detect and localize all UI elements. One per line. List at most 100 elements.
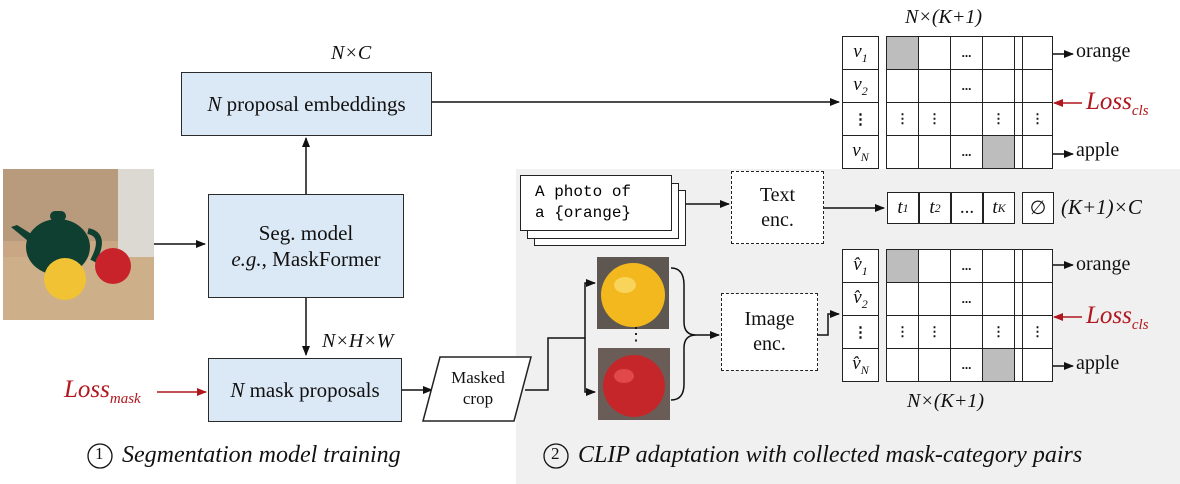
matrix_top-category-label: orange [1076,40,1131,62]
matrix_top-embedding-cell: v2 [842,69,879,103]
mask-count-symbol: N [230,377,245,402]
orange-crop-image [597,257,669,329]
matrix_top-score-cell [918,36,951,70]
dim-bottom-matrix: N×(K+1) [907,390,984,412]
matrix_bottom-score-cell [982,348,1015,382]
masked-crop-line1: Masked [451,368,505,387]
matrix_top-embedding-cell: v1 [842,36,879,70]
matrix_bottom-label-column: ⋮ [1022,249,1053,382]
loss-cls-bottom-sub: cls [1131,317,1149,333]
dim-top-matrix: N×(K+1) [905,6,982,28]
matrix_bottom-embedding-cell: v̂N [842,348,879,382]
matrix_top-label-cell [1022,36,1053,70]
loss-mask-sub: mask [109,391,141,407]
caption-segmentation-training: Segmentation model training [122,442,401,468]
mask-proposals-label: mask proposals [244,377,380,402]
matrix_bottom-label-cell: ⋮ [1022,315,1053,349]
matrix_top-category-label: apple [1076,139,1120,161]
matrix_bottom-score-cell: ⋮ [982,315,1015,349]
matrix_bottom-score-cell [982,249,1015,283]
matrix_top-embedding-cell: ⋮ [842,102,879,136]
proposal-embeddings-label: proposal embeddings [221,91,406,116]
matrix_top-score-cell [982,69,1015,103]
matrix_bottom-score-cell: ... [950,348,983,382]
prompt-text-line2: a {orange} [535,204,632,222]
seg-model-block: Seg. model e.g., MaskFormer [208,194,404,298]
prompt-card-front: A photo of a {orange} [520,175,672,231]
matrix_top-score-cell [950,102,983,136]
matrix_bottom-score-cell [918,249,951,283]
dim-n-h-w: N×H×W [322,330,394,352]
image-encoder-block: Image enc. [721,293,818,371]
matrix_bottom-embedding-cell: ⋮ [842,315,879,349]
mask-proposals-block: N mask proposals [208,358,402,422]
matrix_top-score-cell: ... [950,69,983,103]
matrix_bottom-score-grid: ......⋮⋮⋮... [886,249,1047,382]
matrix_top-score-cell: ... [950,36,983,70]
image-encoder-line1: Image [744,308,795,330]
matrix_top-score-cell: ⋮ [918,102,951,136]
loss-cls-top-base: Loss [1086,88,1132,115]
text-encoder-line1: Text [759,183,796,206]
matrix_top-score-cell [982,36,1015,70]
matrix_top-label-cell [1022,69,1053,103]
matrix_top-score-cell: ⋮ [886,102,919,136]
loss-mask-base: Loss [64,376,110,403]
matrix_top-score-cell [886,36,919,70]
text-embedding-cell: ∅ [1022,192,1054,224]
matrix_top-label-cell: ⋮ [1022,102,1053,136]
loss-cls-top: Losscls [1086,88,1149,120]
masked-crop-block [422,356,532,422]
matrix_top-label-column: ⋮ [1022,36,1053,169]
dim-n-by-c: N×C [331,42,372,64]
loss-cls-bottom-base: Loss [1086,302,1132,329]
matrix_bottom-score-cell [886,249,919,283]
matrix_bottom-score-cell [982,282,1015,316]
matrix_bottom-label-cell [1022,249,1053,283]
matrix_top-score-cell [886,135,919,169]
matrix_bottom-category-label: apple [1076,352,1120,374]
matrix_top-score-cell [982,135,1015,169]
dim-k1-by-c: (K+1)×C [1061,195,1142,219]
matrix_bottom-score-cell [918,282,951,316]
proposal-embeddings-block: N proposal embeddings [181,72,432,136]
matrix_top-score-cell: ... [950,135,983,169]
caption-left-number: 1 [95,444,104,463]
input-photo-teapot-fruit [3,169,154,320]
seg-model-eg: e.g. [231,247,262,271]
matrix_bottom-score-cell [950,315,983,349]
caption-right-number: 2 [551,444,560,463]
matrix_bottom-label-cell [1022,282,1053,316]
seg-model-example: , MaskFormer [261,247,381,271]
text-encoder-line2: enc. [761,208,794,231]
text-embedding-cell: ... [951,192,983,224]
loss-cls-bottom: Losscls [1086,302,1149,334]
masked-crop-line2: crop [462,389,494,408]
matrix_top-score-cell [918,69,951,103]
prompt-text-line1: A photo of [535,183,632,201]
matrix_top-embedding-cell: vN [842,135,879,169]
matrix_bottom-embedding-cell: v̂2 [842,282,879,316]
seg-model-title: Seg. model [258,220,354,245]
loss-cls-top-sub: cls [1131,103,1149,119]
proposal-count-symbol: N [207,91,222,116]
matrix_bottom-label-cell [1022,348,1053,382]
image-encoder-line2: enc. [753,333,786,355]
matrix_bottom-score-cell: ⋮ [886,315,919,349]
apple-crop-image [598,348,670,420]
matrix_bottom-score-cell [886,282,919,316]
matrix_bottom-embedding-cell: v̂1 [842,249,879,283]
crop-vertical-dots: ⋮ [627,324,645,344]
matrix_bottom-score-cell [886,348,919,382]
matrix_bottom-score-cell: ⋮ [918,315,951,349]
masked-crop-label: Masked crop [436,367,520,409]
matrix_bottom-category-label: orange [1076,253,1131,275]
caption-clip-adaptation: CLIP adaptation with collected mask-cate… [578,442,1083,468]
matrix_top-label-cell [1022,135,1053,169]
